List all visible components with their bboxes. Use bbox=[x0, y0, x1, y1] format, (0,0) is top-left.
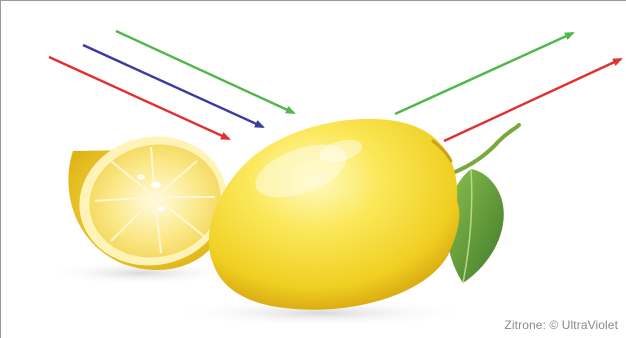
reflected-arrow-red bbox=[444, 59, 621, 141]
image-credit-caption: Zitrone: © UltraViolet bbox=[504, 318, 618, 332]
lemon-icon bbox=[209, 119, 460, 310]
reflected-arrow-green bbox=[395, 33, 573, 114]
